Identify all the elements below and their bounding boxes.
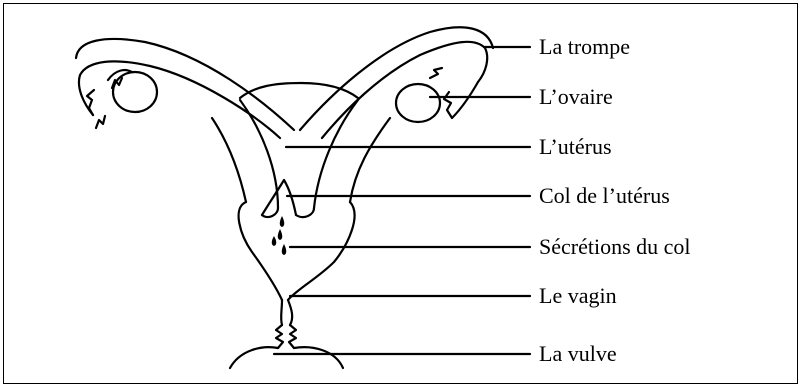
label-ovaire: L’ovaire (539, 86, 613, 108)
vagina-left-wall (239, 202, 282, 300)
label-col: Col de l’utérus (539, 185, 670, 207)
cervix-right (296, 208, 314, 217)
vulva-left (230, 347, 278, 368)
uterus-outer-right (350, 118, 390, 202)
vulva-folds (276, 325, 296, 348)
label-secretions: Sécrétions du col (539, 236, 691, 258)
uterus-cavity-left (240, 100, 278, 208)
uterus-fundus (240, 83, 358, 98)
cervix-canal (262, 180, 296, 215)
left-ovary (113, 72, 157, 112)
label-vagin: Le vagin (539, 285, 617, 307)
cervical-secretion-drops (272, 216, 287, 255)
label-trompe: La trompe (539, 36, 630, 58)
label-vulve: La vulve (539, 343, 617, 365)
left-fimbriae (87, 90, 94, 115)
left-fallopian-tube (79, 61, 280, 138)
vulva-right (294, 347, 343, 368)
left-fallopian-tube-inner (76, 39, 294, 130)
right-ovary (396, 84, 440, 122)
uterus-outer-left (212, 118, 246, 202)
label-uterus: L’utérus (539, 136, 612, 158)
right-fallopian-tube (322, 42, 487, 138)
